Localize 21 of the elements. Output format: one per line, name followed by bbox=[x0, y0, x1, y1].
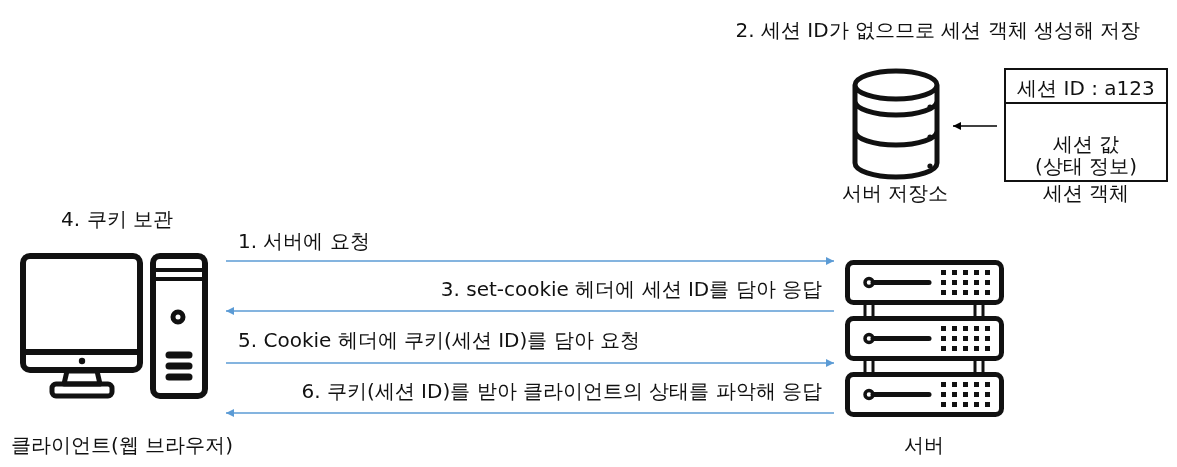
desktop-computer-icon bbox=[20, 253, 208, 399]
edge-label: 1. 서버에 요청 bbox=[238, 229, 370, 253]
node-label: 서버 저장소 bbox=[841, 181, 949, 205]
node-label: 클라이언트(웹 브라우저) bbox=[11, 433, 233, 457]
step-note: 2. 세션 ID가 없으므로 세션 객체 생성해 저장 bbox=[735, 18, 1141, 42]
arrow bbox=[225, 257, 835, 265]
edge-label: 5. Cookie 헤더에 쿠키(세션 ID)를 담아 요청 bbox=[238, 328, 640, 352]
session-value-text: 세션 값 (상태 정보) bbox=[1034, 133, 1138, 177]
edge-label: 3. set-cookie 헤더에 세션 ID를 담아 응답 bbox=[440, 277, 822, 301]
arrow bbox=[225, 359, 835, 367]
session-object-box bbox=[1004, 68, 1168, 182]
node-label: 서버 bbox=[904, 433, 944, 457]
node-label: 세션 객체 bbox=[1042, 181, 1130, 205]
arrow bbox=[225, 307, 835, 315]
arrow bbox=[225, 409, 835, 417]
server-rack-icon bbox=[845, 260, 1004, 417]
database-icon bbox=[852, 68, 940, 180]
session-id-text: 세션 ID : a123 bbox=[1017, 76, 1155, 100]
node-label: 4. 쿠키 보관 bbox=[61, 207, 173, 231]
edge-label: 6. 쿠키(세션 ID)를 받아 클라이언트의 상태를 파악해 응답 bbox=[301, 379, 822, 403]
arrow bbox=[952, 122, 998, 130]
